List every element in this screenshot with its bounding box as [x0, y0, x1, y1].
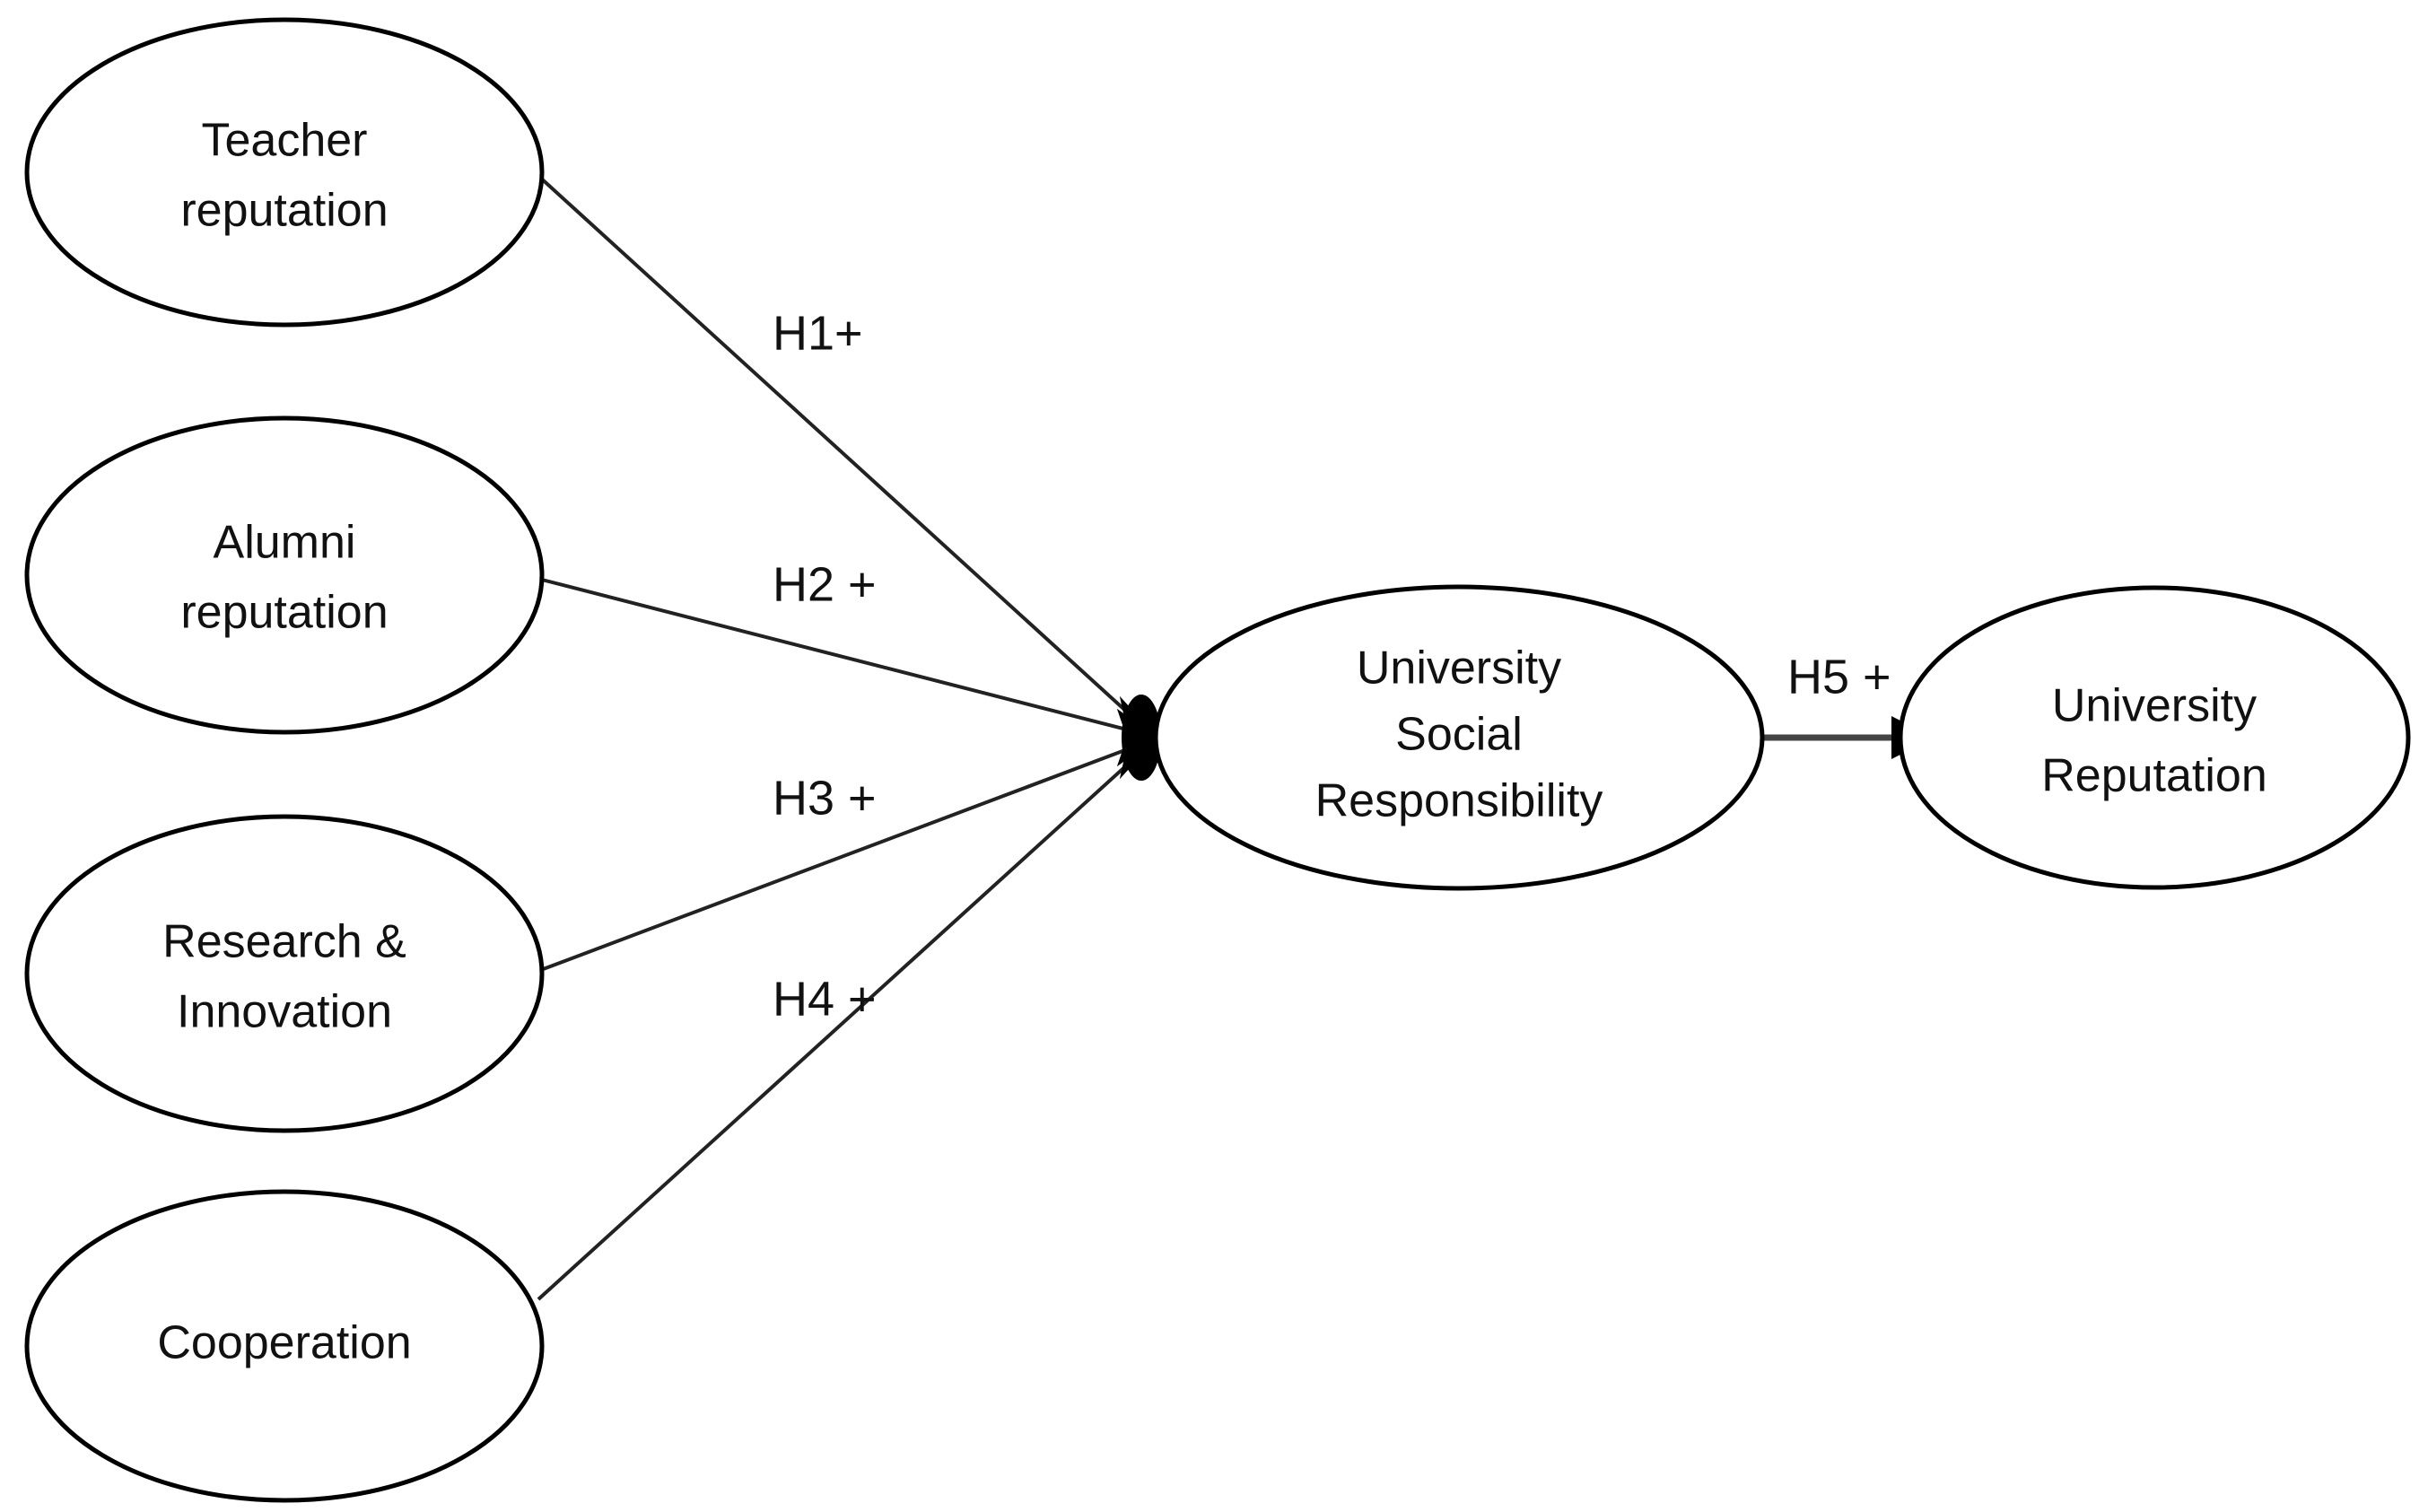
node-teacher-reputation[interactable]: Teacher reputation — [24, 17, 545, 328]
node-research-innovation-label-line1: Research & — [162, 916, 406, 968]
hypothesis-label-h5: H5 + — [1787, 650, 1891, 704]
node-research-innovation[interactable]: Research & Innovation — [24, 814, 545, 1133]
node-cooperation-shape — [24, 1189, 545, 1503]
node-usr-label-line3: Responsibility — [1315, 775, 1603, 827]
node-research-innovation-shape — [24, 814, 545, 1133]
node-alumni-reputation-label-line1: Alumni — [214, 517, 356, 569]
node-university-social-responsibility[interactable]: University Social Responsibility — [1153, 584, 1765, 891]
node-alumni-reputation[interactable]: Alumni reputation — [24, 415, 545, 735]
hypothesis-label-h3: H3 + — [773, 771, 877, 825]
node-cooperation[interactable]: Cooperation — [24, 1189, 545, 1503]
node-university-reputation[interactable]: University Reputation — [1898, 585, 2411, 890]
node-university-social-responsibility-shape — [1153, 584, 1765, 891]
node-university-reputation-shape — [1898, 585, 2411, 890]
node-research-innovation-label-line2: Innovation — [177, 986, 392, 1038]
node-cooperation-label-line1: Cooperation — [157, 1317, 411, 1369]
node-alumni-reputation-label-line2: reputation — [180, 587, 388, 639]
node-alumni-reputation-shape — [24, 415, 545, 735]
hypothesis-label-h4: H4 + — [773, 972, 877, 1026]
node-teacher-reputation-label-line2: reputation — [180, 185, 388, 237]
node-usr-label-line2: Social — [1395, 709, 1523, 761]
edge-h1-teacher-to-usr[interactable] — [537, 174, 1153, 736]
node-teacher-reputation-label-line1: Teacher — [202, 115, 368, 167]
node-teacher-reputation-shape — [24, 17, 545, 328]
hypothesis-label-h1: H1+ — [773, 306, 863, 360]
node-university-reputation-label-line1: University — [2052, 680, 2257, 732]
arrowhead-cluster-icon — [1122, 695, 1161, 781]
edge-h3-research-to-usr[interactable] — [537, 739, 1152, 973]
node-usr-label-line1: University — [1357, 642, 1561, 695]
edge-h2-alumni-to-usr[interactable] — [537, 577, 1152, 738]
edge-h4-cooperation-to-usr[interactable] — [537, 741, 1153, 1301]
node-university-reputation-label-line2: Reputation — [2041, 750, 2267, 802]
hypothesis-label-h2: H2 + — [773, 557, 877, 611]
hypothesis-labels-group: H1+ H2 + H3 + H4 + H5 + — [773, 306, 1891, 1026]
